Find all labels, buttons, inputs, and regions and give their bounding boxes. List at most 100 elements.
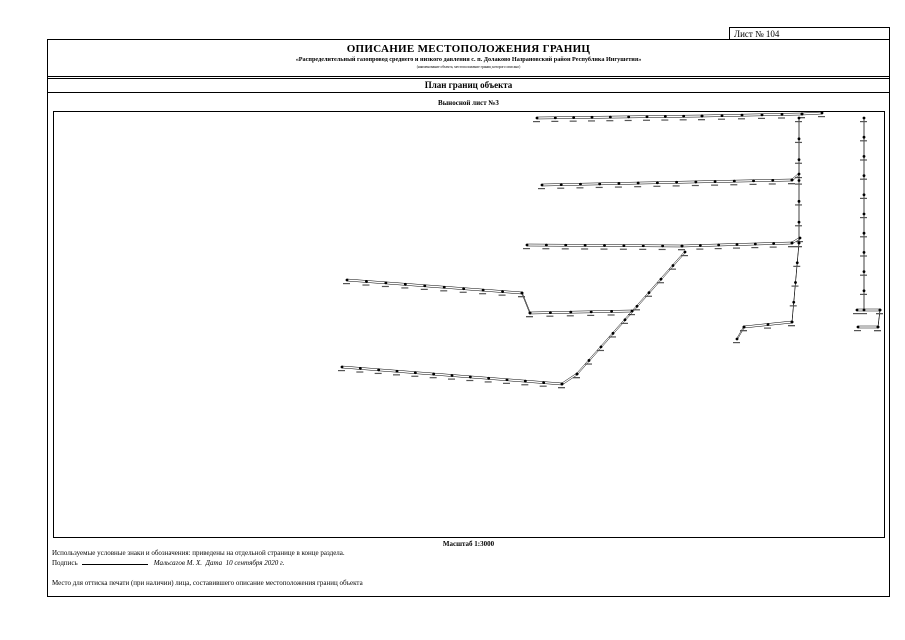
point-label-mark <box>795 246 802 248</box>
boundary-point <box>549 311 552 314</box>
point-label-mark <box>860 293 867 295</box>
boundary-line <box>541 178 793 185</box>
point-label-mark <box>795 121 802 123</box>
boundary-point <box>610 310 613 313</box>
boundary-line <box>346 280 523 295</box>
boundary-line <box>561 372 578 384</box>
boundary-point <box>505 378 509 382</box>
boundary-point <box>655 181 659 185</box>
point-label-mark <box>614 186 622 188</box>
point-label-mark <box>661 119 669 121</box>
point-label-mark <box>793 265 801 267</box>
point-label-mark <box>860 313 867 315</box>
point-label-mark <box>758 117 765 119</box>
point-label-mark <box>795 183 802 185</box>
point-label-mark <box>558 387 565 389</box>
boundary-point <box>462 287 466 291</box>
boundary-line <box>561 374 578 386</box>
boundary-line <box>801 113 823 116</box>
boundary-point <box>611 331 615 335</box>
point-label-mark <box>718 118 725 120</box>
boundary-point <box>432 372 436 376</box>
point-label-mark <box>751 247 759 249</box>
boundary-point <box>572 116 576 119</box>
boundary-point <box>862 155 866 158</box>
boundary-point <box>795 261 799 265</box>
boundary-point <box>553 116 557 120</box>
boundary-point <box>878 308 882 312</box>
point-label-mark <box>749 183 757 185</box>
boundary-point <box>468 375 472 379</box>
object-note: (наименование объекта, местоположение гр… <box>416 65 521 69</box>
boundary-point <box>698 244 702 247</box>
point-label-mark <box>628 314 635 316</box>
point-label-mark <box>795 225 802 227</box>
document-frame: ОПИСАНИЕ МЕСТОПОЛОЖЕНИЯ ГРАНИЦ «Распреде… <box>47 39 890 597</box>
point-label-mark <box>401 287 409 289</box>
document-title: ОПИСАНИЕ МЕСТОПОЛОЖЕНИЯ ГРАНИЦ <box>346 43 591 55</box>
boundary-point <box>645 115 649 119</box>
boundary-point <box>442 285 446 289</box>
point-label-mark <box>860 217 867 219</box>
point-label-mark <box>669 268 676 270</box>
point-label-mark <box>874 330 881 332</box>
map-scale: Масштаб 1:3000 <box>442 540 495 548</box>
boundary-line <box>576 250 686 374</box>
point-label-mark <box>853 313 860 315</box>
point-label-mark <box>542 248 550 250</box>
boundary-point <box>792 300 796 304</box>
point-label-mark <box>484 381 492 383</box>
boundary-point <box>862 308 866 312</box>
point-label-mark <box>498 294 506 296</box>
point-label-mark <box>788 246 795 248</box>
point-label-mark <box>798 117 805 119</box>
boundary-point <box>862 193 866 197</box>
boundary-point <box>589 310 593 314</box>
point-label-mark <box>876 313 883 315</box>
point-label-mark <box>338 370 345 372</box>
boundary-point <box>559 183 563 187</box>
boundary-point <box>647 291 651 295</box>
boundary-line <box>529 309 633 313</box>
boundary-line <box>736 325 745 339</box>
boundary-point <box>423 284 427 288</box>
point-label-mark <box>585 363 592 365</box>
boundary-point <box>700 114 704 118</box>
point-label-mark <box>587 314 595 316</box>
boundary-point <box>579 182 582 186</box>
boundary-point <box>790 320 794 324</box>
point-label-mark <box>653 185 661 187</box>
boundary-point <box>735 243 739 246</box>
point-label-mark <box>597 349 604 352</box>
boundary-point <box>542 381 546 384</box>
point-label-mark <box>448 378 455 380</box>
boundary-point <box>481 288 485 292</box>
boundary-point <box>862 231 866 235</box>
boundary-point <box>661 244 665 248</box>
point-label-mark <box>714 248 722 250</box>
boundary-point <box>583 243 587 247</box>
boundary-point <box>752 179 755 183</box>
point-label-mark <box>343 283 350 285</box>
point-label-mark <box>764 327 771 329</box>
boundary-point <box>797 220 801 224</box>
boundary-line <box>701 114 803 118</box>
boundary-line <box>576 252 686 376</box>
boundary-point <box>680 244 684 248</box>
point-label-mark <box>795 141 802 144</box>
point-label-mark <box>791 285 799 287</box>
point-label-mark <box>730 184 738 186</box>
point-label-mark <box>740 330 747 332</box>
point-label-mark <box>679 119 687 121</box>
divider <box>48 78 889 79</box>
point-label-mark <box>606 120 614 122</box>
boundary-point <box>682 114 686 118</box>
point-label-mark <box>645 295 652 297</box>
legend-note: Используемые условные знаки и обозначени… <box>52 549 345 557</box>
boundary-line <box>521 291 531 313</box>
boundary-point <box>384 281 388 285</box>
boundary-point <box>608 115 612 119</box>
point-label-mark <box>420 288 428 290</box>
boundary-point <box>766 323 770 326</box>
point-label-mark <box>657 282 664 284</box>
